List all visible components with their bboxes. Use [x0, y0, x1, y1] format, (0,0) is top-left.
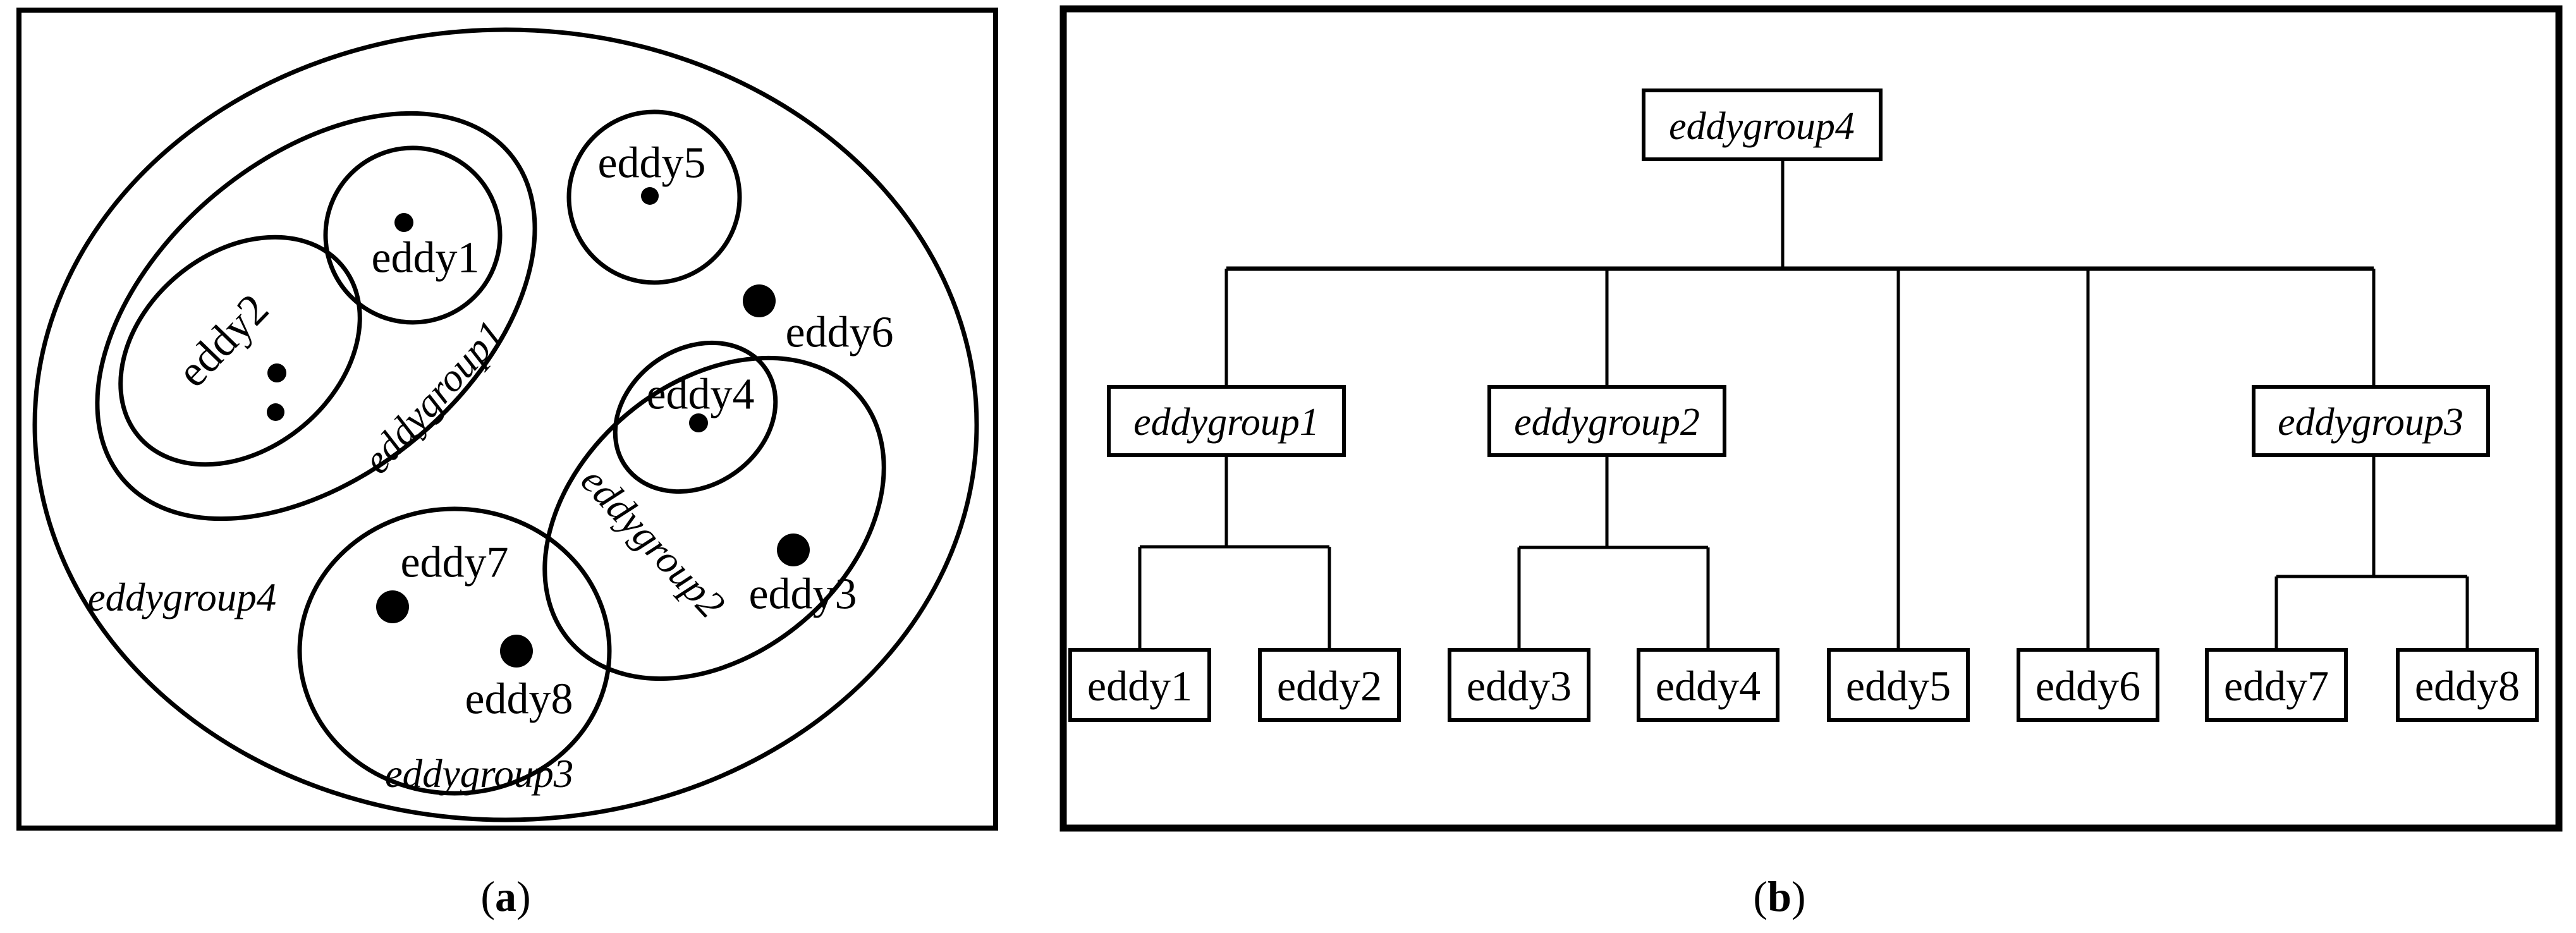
panel-b-caption: (b)	[1753, 872, 1805, 920]
panel-b: eddygroup4 eddygroup1 eddygroup2 eddygro…	[1059, 5, 2563, 920]
eddy8-label: eddy8	[465, 675, 573, 724]
tree-node-eddy5: eddy5	[1827, 648, 1970, 722]
tree-node-eddy4-box	[1637, 648, 1779, 722]
eddy3-label: eddy3	[748, 570, 857, 619]
eddy1-label: eddy1	[371, 234, 479, 283]
tree-node-eddy8: eddy8	[2396, 648, 2539, 722]
eddy7-dot	[376, 590, 409, 623]
tree-node-eddy2-box	[1258, 648, 1401, 722]
panel-a: eddy1 eddy2 eddy3 eddy4 eddy5 eddy6 eddy…	[16, 8, 998, 920]
eddygroup3-ellipse	[297, 506, 612, 796]
tree-node-eddy7: eddy7	[2205, 648, 2348, 722]
eddygroup4-ellipse	[32, 27, 979, 822]
tree-node-eddygroup4: eddygroup4	[1642, 88, 1883, 161]
panel-a-caption-close: )	[516, 872, 531, 920]
tree-node-eddy3: eddy3	[1448, 648, 1590, 722]
eddygroup4-label: eddygroup4	[88, 575, 277, 619]
eddygroup2-ellipse	[542, 355, 886, 681]
eddy3-dot	[777, 534, 810, 566]
eddy5-ellipse	[566, 109, 742, 285]
tree-node-eddygroup1: eddygroup1	[1107, 385, 1346, 457]
tree-node-eddygroup2: eddygroup2	[1487, 385, 1726, 457]
tree-node-eddy6-label: eddy6	[2036, 662, 2140, 710]
tree-node-eddy4-label: eddy4	[1656, 662, 1761, 710]
eddy1-dot	[394, 213, 413, 232]
eddy6-dot	[743, 284, 776, 317]
tree-node-eddy1-label: eddy1	[1087, 662, 1192, 710]
tree-node-eddygroup2-box	[1487, 385, 1726, 457]
panel-a-caption-open: (	[480, 872, 495, 920]
eddy6-label: eddy6	[785, 308, 893, 357]
panel-b-caption-open: (	[1753, 872, 1767, 920]
tree-node-eddy8-box	[2396, 648, 2539, 722]
tree-node-eddygroup3-label: eddygroup3	[2278, 401, 2463, 444]
tree-node-eddygroup3: eddygroup3	[2252, 385, 2490, 457]
eddygroup2-label: eddygroup2	[573, 458, 734, 626]
tree-node-eddygroup4-label: eddygroup4	[1669, 105, 1855, 148]
tree-node-eddy3-label: eddy3	[1467, 662, 1572, 710]
eddy2-ellipse	[118, 235, 362, 467]
tree-node-eddy7-box	[2205, 648, 2348, 722]
tree-node-eddygroup4-box	[1642, 88, 1883, 161]
tree-node-eddy6: eddy6	[2017, 648, 2159, 722]
tree-connectors	[1138, 159, 2469, 650]
panel-a-caption-letter: a	[495, 872, 516, 920]
panel-a-frame	[16, 8, 998, 831]
tree-node-eddy2: eddy2	[1258, 648, 1401, 722]
eddy2-label: eddy2	[168, 285, 278, 397]
eddy4-label: eddy4	[646, 370, 754, 419]
tree-node-eddygroup3-box	[2252, 385, 2490, 457]
tree-node-eddy3-box	[1448, 648, 1590, 722]
panel-b-caption-close: )	[1792, 872, 1806, 920]
panel-a-caption: (a)	[480, 872, 530, 920]
eddygroup1-ellipse	[95, 111, 537, 521]
panel-b-caption-letter: b	[1767, 872, 1792, 920]
eddygroup1-label: eddygroup1	[354, 312, 513, 482]
tree-node-eddy7-label: eddy7	[2224, 662, 2329, 710]
tree-node-eddy1: eddy1	[1068, 648, 1211, 722]
tree-node-eddy5-box	[1827, 648, 1970, 722]
tree-node-eddy6-box	[2017, 648, 2159, 722]
eddy8-dot	[500, 635, 533, 668]
tree-node-eddy2-label: eddy2	[1277, 662, 1382, 710]
eddy5-dot	[641, 187, 659, 205]
eddy2-dot-lower	[267, 403, 284, 421]
panel-b-frame	[1059, 5, 2563, 832]
tree-node-eddy8-label: eddy8	[2415, 662, 2520, 710]
tree-node-eddy1-box	[1068, 648, 1211, 722]
tree-node-eddy4: eddy4	[1637, 648, 1779, 722]
eddy4-ellipse	[613, 340, 778, 494]
tree-node-eddygroup1-box	[1107, 385, 1346, 457]
eddy1-ellipse	[323, 145, 503, 325]
tree-node-eddy5-label: eddy5	[1846, 662, 1951, 710]
eddy7-label: eddy7	[400, 539, 508, 587]
eddy4-dot	[689, 413, 708, 432]
eddy2-dot-upper	[267, 363, 286, 382]
tree-node-eddygroup1-label: eddygroup1	[1133, 401, 1319, 444]
eddy5-label: eddy5	[597, 139, 705, 188]
tree-node-eddygroup2-label: eddygroup2	[1514, 401, 1700, 444]
eddygroup3-label: eddygroup3	[385, 752, 574, 796]
